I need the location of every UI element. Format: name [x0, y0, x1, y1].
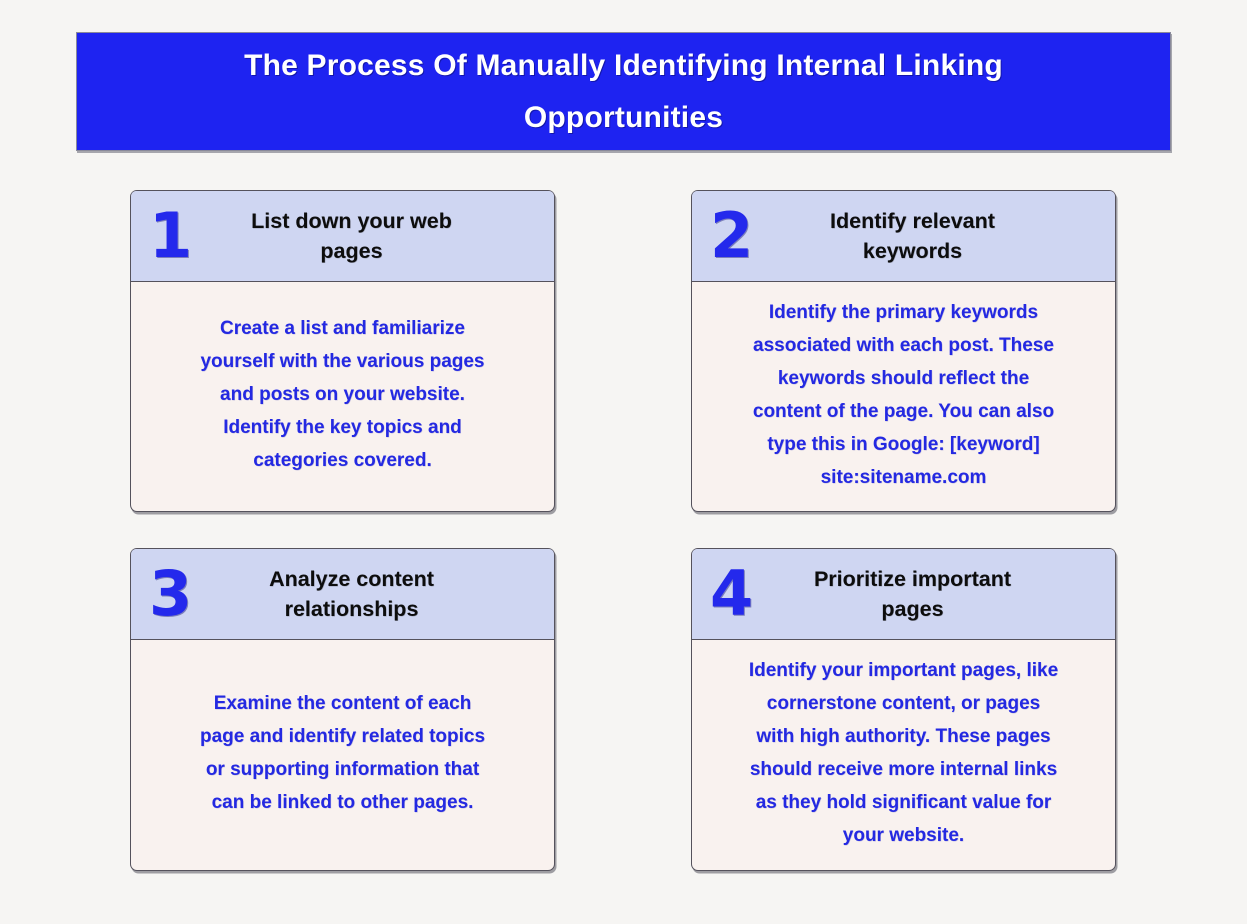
step-description: Identify your important pages, like corn…: [748, 660, 1059, 846]
step-card-2-body: Identify the primary keywords associated…: [692, 282, 1115, 511]
step-number: 2: [710, 199, 754, 272]
step-number: 3: [149, 557, 193, 630]
step-card-1-body: Create a list and familiarize yourself w…: [131, 282, 554, 511]
step-description: Create a list and familiarize yourself w…: [200, 318, 485, 471]
step-title: Identify relevant keywords: [830, 209, 995, 263]
step-card-4-body: Identify your important pages, like corn…: [692, 640, 1115, 870]
step-card-2: 2 Identify relevant keywords Identify th…: [691, 190, 1116, 512]
step-card-2-header: 2 Identify relevant keywords: [692, 191, 1115, 282]
title-banner: The Process Of Manually Identifying Inte…: [76, 32, 1171, 151]
step-title: List down your web pages: [251, 209, 452, 263]
step-title: Prioritize important pages: [813, 567, 1012, 621]
step-card-3: 3 Analyze content relationships Examine …: [130, 548, 555, 871]
step-card-4-header: 4 Prioritize important pages: [692, 549, 1115, 640]
step-description: Examine the content of each page and ide…: [199, 693, 486, 813]
step-title: Analyze content relationships: [269, 567, 434, 621]
page-title: The Process Of Manually Identifying Inte…: [244, 48, 1003, 134]
step-card-1: 1 List down your web pages Create a list…: [130, 190, 555, 512]
step-number: 1: [149, 199, 193, 272]
step-card-4: 4 Prioritize important pages Identify yo…: [691, 548, 1116, 871]
step-card-1-header: 1 List down your web pages: [131, 191, 554, 282]
step-number: 4: [710, 557, 754, 630]
step-description: Identify the primary keywords associated…: [752, 301, 1055, 488]
step-card-3-header: 3 Analyze content relationships: [131, 549, 554, 640]
step-card-3-body: Examine the content of each page and ide…: [131, 640, 554, 870]
